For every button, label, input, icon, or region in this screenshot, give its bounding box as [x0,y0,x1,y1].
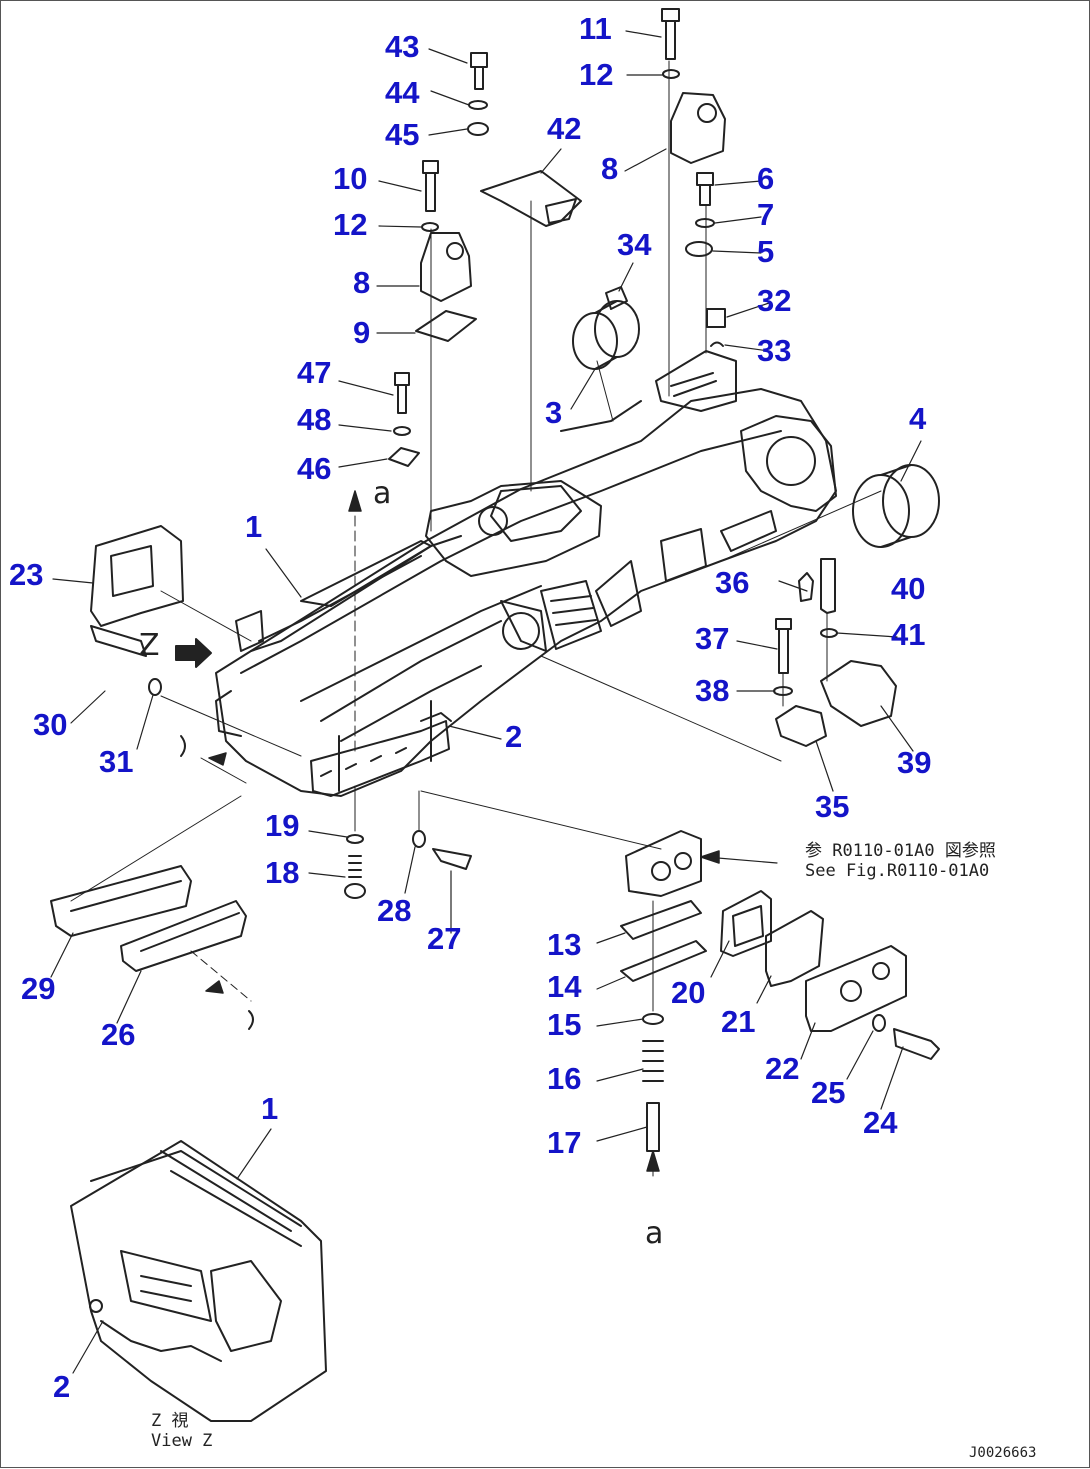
view-z-inset [70,1140,327,1422]
callout-label: 24 [863,1105,898,1140]
callout-label: 35 [815,789,850,824]
callout-label: 26 [101,1017,136,1052]
callout-label: 23 [9,557,44,592]
callout-label: 22 [765,1051,800,1086]
callout-label: 1 [261,1091,279,1126]
callout-label: 37 [695,621,730,656]
callout-label: 13 [547,927,582,962]
callout-label: 41 [891,617,926,652]
callout-label: 40 [891,571,926,606]
callout-label: 11 [579,11,612,46]
callout-label: 18 [265,855,300,890]
callout-label: 38 [695,673,730,708]
reference-note-en: See Fig.R0110-01A0 [805,861,990,882]
callout-label: 47 [297,355,332,390]
callout-label: 43 [385,29,420,64]
callout-label: 5 [757,234,775,269]
reference-note-ja: 参 R0110-01A0 図参照 [805,841,996,861]
center-lines [70,60,882,1177]
view-caption-ja: Z 視 [151,1411,189,1431]
callout-label: 6 [757,161,775,196]
drawing-code: J0026663 [969,1445,1037,1461]
callout-label: 4 [909,401,927,436]
callout-label: 34 [617,227,652,262]
callout-label: 1 [245,509,263,544]
callout-label: 14 [547,969,582,1004]
callout-label: 12 [333,207,368,242]
callout-label: 15 [547,1007,582,1042]
section-mark-top: a [373,476,392,511]
callout-label: 39 [897,745,932,780]
left-parts [90,525,212,757]
view-arrow-z: Z [139,628,160,663]
callout-label: 46 [297,451,332,486]
callout-label: 7 [757,197,775,232]
callout-label: 28 [377,893,412,928]
lower-right-parts [620,830,940,1152]
callout-label: 8 [601,151,619,186]
section-mark-bottom: a [645,1216,664,1251]
callout-label: 19 [265,808,300,843]
lower-left-parts [50,830,472,1030]
callout-label: 2 [53,1369,71,1404]
callout-label: 33 [757,333,792,368]
callout-label: 17 [547,1125,582,1160]
callout-label: 44 [385,75,420,110]
callout-label: 25 [811,1075,846,1110]
callout-label: 10 [333,161,368,196]
callout-label: 3 [545,395,563,430]
callout-label: 27 [427,921,462,956]
callout-label: 32 [757,283,792,318]
callout-label: 2 [505,719,523,754]
callout-label: 36 [715,565,750,600]
callout-label: 29 [21,971,56,1006]
callout-label: 42 [547,111,582,146]
reference-note: 参 R0110-01A0 図参照 See Fig.R0110-01A0 [805,841,996,882]
upper-parts [388,8,940,548]
callout-label: 31 [99,744,134,779]
callout-label: 20 [671,975,706,1010]
callout-label: 16 [547,1061,582,1096]
leader-lines [50,30,922,1374]
view-caption: Z 視 View Z [151,1411,212,1452]
direction-arrows [205,490,720,1172]
callout-label: 48 [297,402,332,437]
callout-label: 30 [33,707,68,742]
callout-label: 12 [579,57,614,92]
callout-label: 45 [385,117,420,152]
callout-label: 21 [721,1004,756,1039]
callout-label: 8 [353,265,371,300]
callout-label: 9 [353,315,371,350]
view-caption-en: View Z [151,1431,213,1452]
right-parts [773,558,897,747]
